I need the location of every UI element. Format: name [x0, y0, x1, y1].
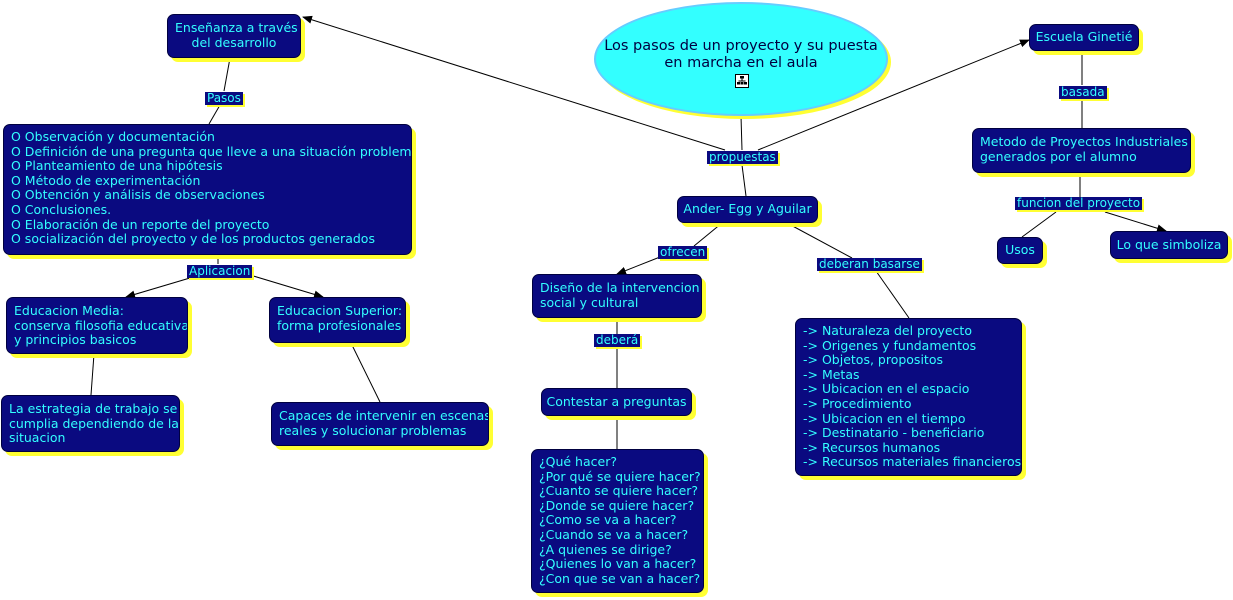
link-propuestas-escuela: [757, 39, 1030, 151]
node-ensenanza[interactable]: Enseñanza a través del desarrollo: [167, 14, 301, 58]
link-aplicacion-superior: [249, 274, 324, 299]
node-contestar[interactable]: Contestar a preguntas: [541, 388, 692, 416]
node-metodo[interactable]: Metodo de Proyectos Industriales generad…: [972, 128, 1191, 173]
link-funcion-simboliza: [1104, 211, 1167, 233]
node-simboliza[interactable]: Lo que simboliza: [1110, 231, 1228, 259]
node-estrategia[interactable]: La estrategia de trabajo se cumplia depe…: [1, 395, 180, 452]
link-media-estrategia: [90, 353, 95, 396]
link-root-propuestas: [740, 115, 743, 151]
node-capaces[interactable]: Capaces de intervenir en escenas reales …: [271, 402, 489, 446]
label-basada[interactable]: basada: [1059, 85, 1107, 99]
label-propuestas[interactable]: propuestas: [707, 150, 778, 164]
label-pasos[interactable]: Pasos: [205, 91, 243, 105]
link-deberan-naturaleza: [875, 270, 910, 319]
node-escuela[interactable]: Escuela Ginetié: [1029, 24, 1139, 51]
root-concept[interactable]: Los pasos de un proyecto y su puesta en …: [594, 2, 888, 116]
label-funcion-proyecto[interactable]: funcion del proyecto: [1015, 196, 1143, 210]
node-usos[interactable]: Usos: [997, 237, 1043, 264]
label-debera[interactable]: deberá: [594, 333, 641, 347]
node-pasos-lista[interactable]: O Observación y documentación O Definici…: [3, 124, 412, 255]
link-ensenanza-pasos: [223, 57, 231, 92]
link-ander-ofrecen: [693, 222, 723, 247]
link-ofrecen-diseno: [616, 256, 661, 275]
link-ander-deberan: [786, 222, 853, 259]
label-deberan-basarse[interactable]: deberan basarse: [817, 257, 922, 271]
node-educacion-media[interactable]: Educacion Media: conserva filosofia educ…: [6, 297, 188, 354]
link-propuestas-ander: [741, 164, 747, 197]
label-ofrecen[interactable]: ofrecen: [658, 245, 708, 259]
link-propuestas-ensenanza: [302, 15, 726, 151]
root-title: Los pasos de un proyecto y su puesta en …: [604, 38, 878, 71]
node-diseno[interactable]: Diseño de la intervencion social y cultu…: [532, 274, 702, 318]
link-aplicacion-media: [125, 274, 201, 299]
node-preguntas[interactable]: ¿Qué hacer? ¿Por qué se quiere hacer? ¿C…: [531, 449, 704, 593]
link-superior-capaces: [350, 342, 381, 403]
node-ander-egg[interactable]: Ander- Egg y Aguilar: [677, 196, 818, 223]
link-pasos-lista: [208, 104, 221, 125]
node-educacion-superior[interactable]: Educacion Superior: forma profesionales: [269, 297, 406, 343]
node-naturaleza[interactable]: -> Naturaleza del proyecto -> Origenes y…: [795, 318, 1022, 476]
link-funcion-usos: [1021, 211, 1057, 238]
label-aplicacion[interactable]: Aplicacion: [187, 264, 253, 278]
concept-map-icon[interactable]: [735, 74, 749, 88]
